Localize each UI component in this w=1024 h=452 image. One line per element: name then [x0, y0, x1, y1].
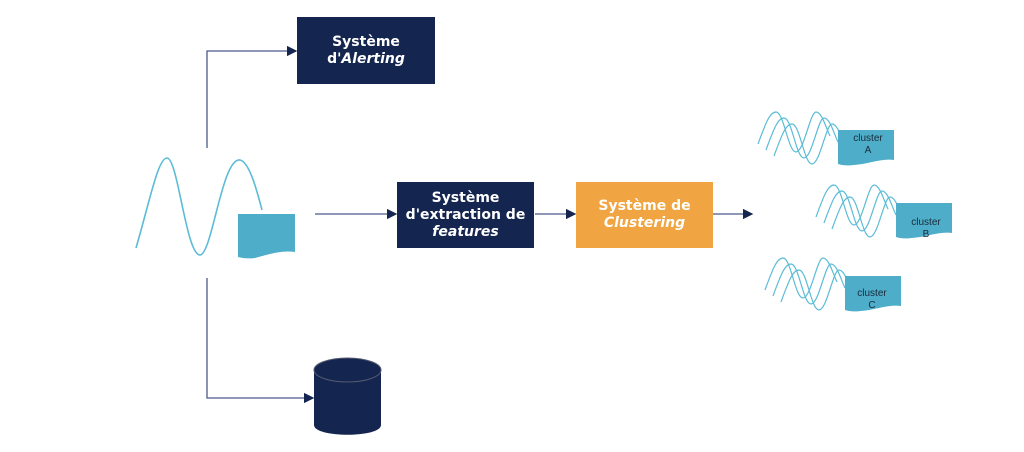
cluster-a-wave [765, 117, 839, 159]
alerting-italic: Alerting [341, 50, 405, 67]
cluster-c-wave [764, 257, 838, 299]
clustering-line2: Clustering [603, 215, 686, 231]
cluster-b-wave [823, 190, 897, 232]
cluster-b-document-icon [896, 203, 952, 239]
cluster-b-wave [831, 196, 905, 238]
arrow-to-database [206, 278, 315, 404]
extraction-line3: features [432, 223, 499, 240]
input-signal-wave [135, 157, 263, 256]
feature-extraction-box: Système d'extraction de features [397, 182, 534, 248]
input-document-icon [238, 214, 295, 259]
clustering-line1: Système de [598, 198, 691, 214]
alerting-system-box: Système d'Alerting [297, 17, 435, 84]
cluster-c-document-icon [845, 276, 901, 312]
extraction-line2: d'extraction de [405, 206, 526, 223]
cluster-a-document-icon [838, 130, 894, 166]
cluster-a-wave [773, 123, 847, 165]
database-icon [313, 357, 382, 435]
alerting-line1: Système [332, 33, 400, 50]
cluster-b-line2: B [922, 229, 930, 240]
cluster-c-line2: C [868, 300, 876, 311]
cluster-a-line2: A [864, 145, 872, 156]
extraction-line1: Système [431, 189, 500, 206]
cluster-c-wave [780, 269, 854, 311]
clustering-system-box: Système de Clustering [576, 182, 713, 248]
arrow-to-alerting [206, 45, 298, 148]
cluster-b-line1: cluster [911, 217, 941, 228]
cluster-b-wave [815, 184, 889, 226]
cluster-c-wave [772, 263, 846, 305]
cluster-a-line1: cluster [853, 133, 883, 144]
cluster-a-wave [757, 111, 831, 153]
cluster-c-line1: cluster [857, 288, 887, 299]
alerting-prefix: d' [327, 50, 342, 67]
